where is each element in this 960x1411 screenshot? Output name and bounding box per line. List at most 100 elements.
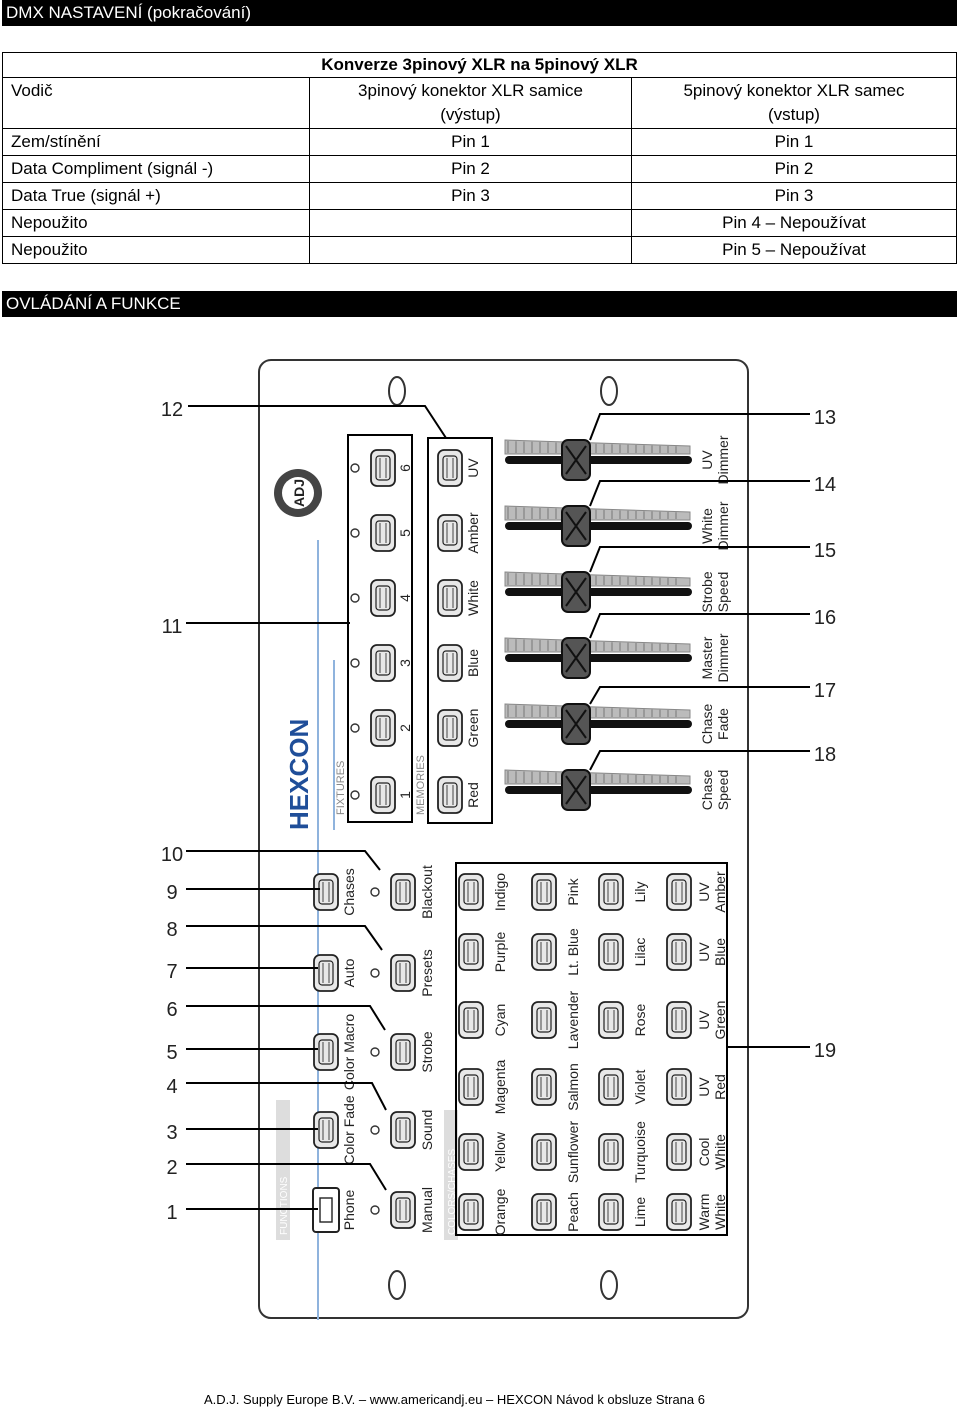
color-label: Turquoise: [632, 1121, 648, 1183]
memory-label: Blue: [465, 649, 481, 677]
color-button-indigo[interactable]: [458, 873, 484, 911]
phone-jack[interactable]: [312, 1187, 340, 1233]
color-label: Magenta: [492, 1060, 508, 1115]
color-label: UV: [696, 1077, 712, 1097]
color-button-warm-white[interactable]: [666, 1193, 692, 1231]
color-button-purple[interactable]: [458, 933, 484, 971]
color-label: Orange: [492, 1188, 508, 1235]
memory-button-green[interactable]: [437, 709, 463, 747]
section-title: DMX NASTAVENÍ (pokračování): [6, 3, 251, 22]
cell-pin3: [309, 236, 632, 264]
cell-pin3: Pin 3: [309, 182, 632, 210]
color-grid-box: [455, 862, 728, 1236]
color-label: Warm: [696, 1194, 712, 1231]
cell-pin5: Pin 5 – Nepoužívat: [631, 236, 957, 264]
fader-chase-speed[interactable]: [504, 769, 692, 811]
callout-number: 2: [166, 1157, 177, 1179]
memory-button-amber[interactable]: [437, 514, 463, 552]
color-button-sunflower[interactable]: [531, 1133, 557, 1171]
memory-label: Amber: [465, 512, 481, 554]
fixture-button-1[interactable]: [370, 776, 396, 814]
color-label: Blue: [712, 938, 728, 966]
functions-label: FUNCTIONS: [279, 1176, 290, 1235]
fixture-button-3[interactable]: [370, 644, 396, 682]
cell-wire: Data True (signál +): [2, 182, 310, 210]
memory-button-uv[interactable]: [437, 449, 463, 487]
fader-master-dimmer[interactable]: [504, 637, 692, 679]
column-header-3pin: 3pinový konektor XLR samice(výstup): [309, 77, 632, 129]
function-label: Sound: [419, 1110, 435, 1150]
callout-number: 17: [814, 680, 836, 702]
led-indicator: [350, 790, 360, 800]
color-button-lavender[interactable]: [531, 1001, 557, 1039]
section-title: OVLÁDÁNÍ A FUNKCE: [6, 294, 181, 313]
function-button-auto[interactable]: [313, 954, 339, 992]
color-button-lily[interactable]: [598, 873, 624, 911]
callout-number: 1: [166, 1202, 177, 1224]
memory-button-red[interactable]: [437, 776, 463, 814]
fixtures-group-box: [347, 434, 413, 823]
color-button-lt-blue[interactable]: [531, 933, 557, 971]
color-button-yellow[interactable]: [458, 1133, 484, 1171]
color-label: Rose: [632, 1003, 648, 1036]
color-button-rose[interactable]: [598, 1001, 624, 1039]
fader-chase-fade[interactable]: [504, 703, 692, 745]
function-button-manual[interactable]: [390, 1191, 416, 1229]
panel-outline: [258, 359, 749, 1319]
leader-line: [589, 686, 810, 705]
callout-number: 4: [166, 1076, 177, 1098]
color-button-cool-white[interactable]: [666, 1133, 692, 1171]
color-button-uv-green[interactable]: [666, 1001, 692, 1039]
callout-number: 8: [166, 919, 177, 941]
function-label: Manual: [419, 1187, 435, 1233]
cell-pin5: Pin 3: [631, 182, 957, 210]
function-button-blackout[interactable]: [390, 873, 416, 911]
led-indicator: [370, 968, 380, 978]
fader-label: Fade: [715, 708, 731, 740]
callout-number: 3: [166, 1122, 177, 1144]
function-button-chases[interactable]: [313, 873, 339, 911]
leader-line: [186, 1082, 387, 1111]
color-button-peach[interactable]: [531, 1193, 557, 1231]
leader-line: [589, 480, 810, 507]
color-button-lilac[interactable]: [598, 933, 624, 971]
fixture-button-5[interactable]: [370, 514, 396, 552]
memory-button-blue[interactable]: [437, 644, 463, 682]
color-button-turquoise[interactable]: [598, 1133, 624, 1171]
memory-button-white[interactable]: [437, 579, 463, 617]
color-label: Green: [712, 1001, 728, 1040]
function-button-presets[interactable]: [390, 954, 416, 992]
function-button-sound[interactable]: [390, 1111, 416, 1149]
fixture-button-6[interactable]: [370, 449, 396, 487]
color-button-violet[interactable]: [598, 1068, 624, 1106]
function-label: Presets: [419, 949, 435, 996]
fixture-button-2[interactable]: [370, 709, 396, 747]
color-button-cyan[interactable]: [458, 1001, 484, 1039]
color-button-magenta[interactable]: [458, 1068, 484, 1106]
function-button-color-macro[interactable]: [313, 1033, 339, 1071]
color-button-orange[interactable]: [458, 1193, 484, 1231]
color-button-pink[interactable]: [531, 873, 557, 911]
cell-pin5: Pin 2: [631, 155, 957, 183]
led-indicator: [350, 658, 360, 668]
callout-number: 14: [814, 474, 836, 496]
function-label: Blackout: [419, 865, 435, 919]
color-button-uv-red[interactable]: [666, 1068, 692, 1106]
mount-hole: [388, 1270, 406, 1300]
function-button-strobe[interactable]: [390, 1033, 416, 1071]
fader-uv-dimmer[interactable]: [504, 439, 692, 481]
color-button-uv-blue[interactable]: [666, 933, 692, 971]
color-button-salmon[interactable]: [531, 1068, 557, 1106]
leader-line: [589, 750, 810, 771]
fader-strobe-speed[interactable]: [504, 571, 692, 613]
color-button-lime[interactable]: [598, 1193, 624, 1231]
fixture-button-4[interactable]: [370, 579, 396, 617]
function-label: Strobe: [419, 1031, 435, 1072]
callout-number: 7: [166, 961, 177, 983]
cell-pin5: Pin 1: [631, 128, 957, 156]
color-button-uv-amber[interactable]: [666, 873, 692, 911]
fader-white-dimmer[interactable]: [504, 505, 692, 547]
